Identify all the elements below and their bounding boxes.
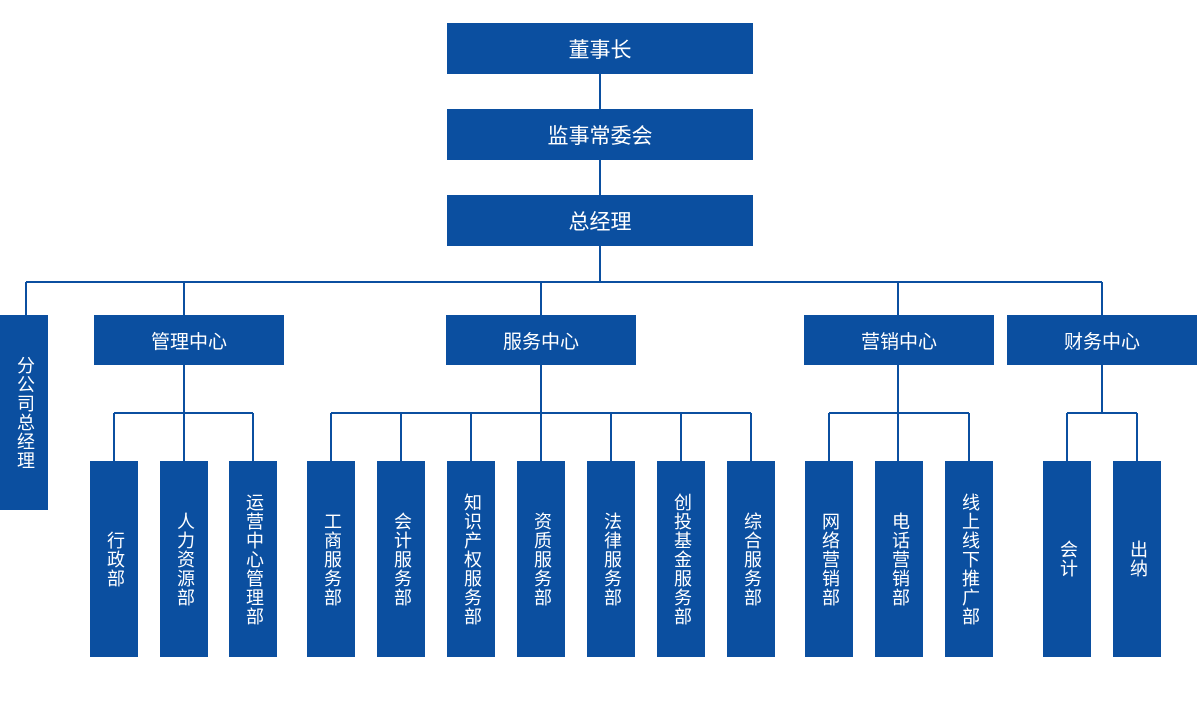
dept-label: 出纳 <box>1127 540 1148 578</box>
dept-box: 创投基金服务部 <box>657 461 705 657</box>
dept-label: 资质服务部 <box>531 511 552 607</box>
general-manager-box: 总经理 <box>447 195 753 246</box>
supervisory-committee-label: 监事常委会 <box>547 123 653 148</box>
branch-gm-box: 分公司总经理 <box>0 315 48 510</box>
dept-box: 运营中心管理部 <box>229 461 277 657</box>
dept-box: 会计 <box>1043 461 1091 657</box>
dept-box: 电话营销部 <box>875 461 923 657</box>
chairman-box: 董事长 <box>447 23 753 74</box>
dept-label: 网络营销部 <box>819 511 840 607</box>
dept-label: 创投基金服务部 <box>671 492 692 626</box>
finance-center-label: 财务中心 <box>1063 330 1140 353</box>
dept-box: 综合服务部 <box>727 461 775 657</box>
dept-box: 资质服务部 <box>517 461 565 657</box>
dept-box: 会计服务部 <box>377 461 425 657</box>
dept-label: 知识产权服务部 <box>461 492 482 626</box>
management-center-box: 管理中心 <box>94 315 284 365</box>
dept-label: 线上线下推广部 <box>959 492 980 626</box>
finance-center-box: 财务中心 <box>1007 315 1197 365</box>
dept-label: 会计 <box>1057 540 1078 578</box>
general-manager-label: 总经理 <box>568 209 632 234</box>
marketing-center-label: 营销中心 <box>860 330 937 353</box>
supervisory-committee-box: 监事常委会 <box>447 109 753 160</box>
dept-box: 人力资源部 <box>160 461 208 657</box>
management-center-label: 管理中心 <box>150 330 227 353</box>
marketing-center-box: 营销中心 <box>804 315 994 365</box>
dept-box: 网络营销部 <box>805 461 853 657</box>
service-center-label: 服务中心 <box>502 330 579 353</box>
chairman-label: 董事长 <box>568 37 632 62</box>
dept-box: 线上线下推广部 <box>945 461 993 657</box>
branch-gm-label: 分公司总经理 <box>14 355 35 470</box>
dept-box: 知识产权服务部 <box>447 461 495 657</box>
dept-label: 综合服务部 <box>741 511 762 607</box>
dept-label: 人力资源部 <box>174 511 195 607</box>
dept-box: 工商服务部 <box>307 461 355 657</box>
dept-label: 行政部 <box>104 530 125 588</box>
dept-label: 法律服务部 <box>601 511 622 607</box>
dept-label: 工商服务部 <box>321 511 342 607</box>
dept-box: 行政部 <box>90 461 138 657</box>
dept-box: 法律服务部 <box>587 461 635 657</box>
dept-box: 出纳 <box>1113 461 1161 657</box>
service-center-box: 服务中心 <box>446 315 636 365</box>
dept-label: 电话营销部 <box>889 511 910 607</box>
dept-label: 会计服务部 <box>391 511 412 607</box>
dept-label: 运营中心管理部 <box>243 492 264 626</box>
